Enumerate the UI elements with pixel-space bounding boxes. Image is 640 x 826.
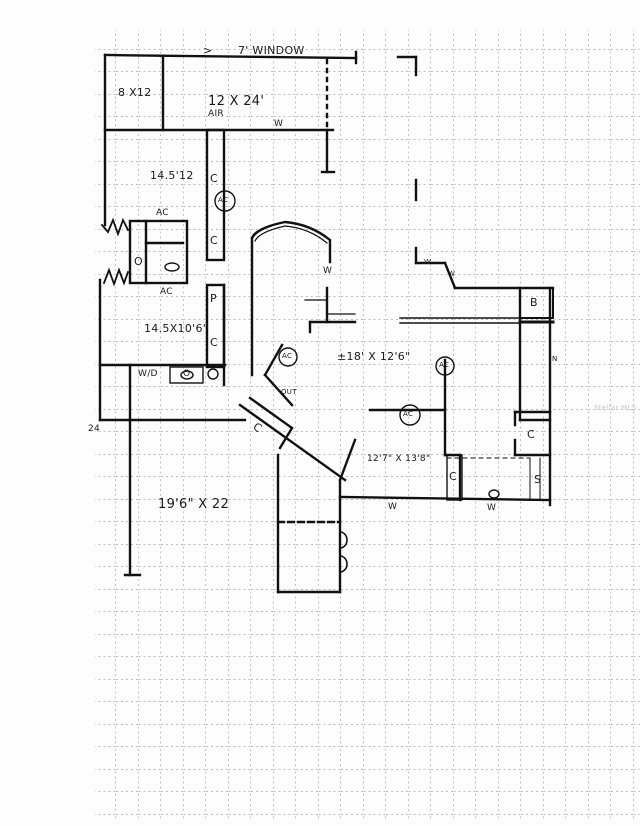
ac-circle-label-1: AC: [218, 196, 229, 204]
room-18x126-label: ±18' X 12'6": [337, 350, 411, 363]
washer-dryer-label: W/D: [138, 369, 158, 379]
w-right-label-1: W: [424, 258, 432, 266]
w-right-label-2: W: [448, 270, 456, 278]
ac-top-label: AC: [156, 208, 169, 218]
watermark: Stellar MLS: [594, 404, 637, 412]
room-145x12-label: 14.5'12: [150, 169, 194, 182]
ac-circle-label-3: AC: [439, 361, 450, 369]
w-top-label: W: [274, 119, 284, 129]
room-12x24-label: 12 X 24': [208, 94, 265, 109]
num-24-label: 24: [88, 424, 101, 434]
closet-label-2: C: [210, 234, 218, 247]
ac-bottom-label: AC: [160, 287, 173, 297]
ac-circle-label-2: AC: [282, 352, 293, 360]
room-127x138-label: 12'7" X 13'8": [367, 454, 431, 464]
out-label: OUT: [281, 388, 297, 396]
ac-circle-label-4: AC: [403, 410, 414, 418]
w-bottom-label-2: W: [487, 503, 497, 513]
w-mid-label: W: [323, 266, 333, 276]
n-right-label: N: [552, 355, 558, 363]
air-label: AIR: [208, 109, 224, 119]
b-box-label: B: [530, 296, 538, 309]
arrow-mark: >: [203, 44, 213, 57]
room-145x106-label: 14.5X10'6": [144, 322, 209, 335]
pantry-label: P: [210, 292, 217, 305]
bath-o-label: O: [134, 255, 143, 268]
kitchen-closet-label: C: [449, 470, 457, 483]
w-bottom-label-1: W: [388, 502, 398, 512]
room-196x22-label: 19'6" X 22: [158, 497, 230, 512]
closet-right-label: C: [527, 428, 535, 441]
closet-label-1: C: [210, 172, 218, 185]
closet-label-3: C: [210, 336, 218, 349]
laundry-o-label: O: [183, 369, 191, 379]
window-note-label: 7' WINDOW: [238, 44, 305, 57]
s-box-label: S: [534, 473, 542, 486]
room-8x12-label: 8 X12: [118, 86, 152, 99]
